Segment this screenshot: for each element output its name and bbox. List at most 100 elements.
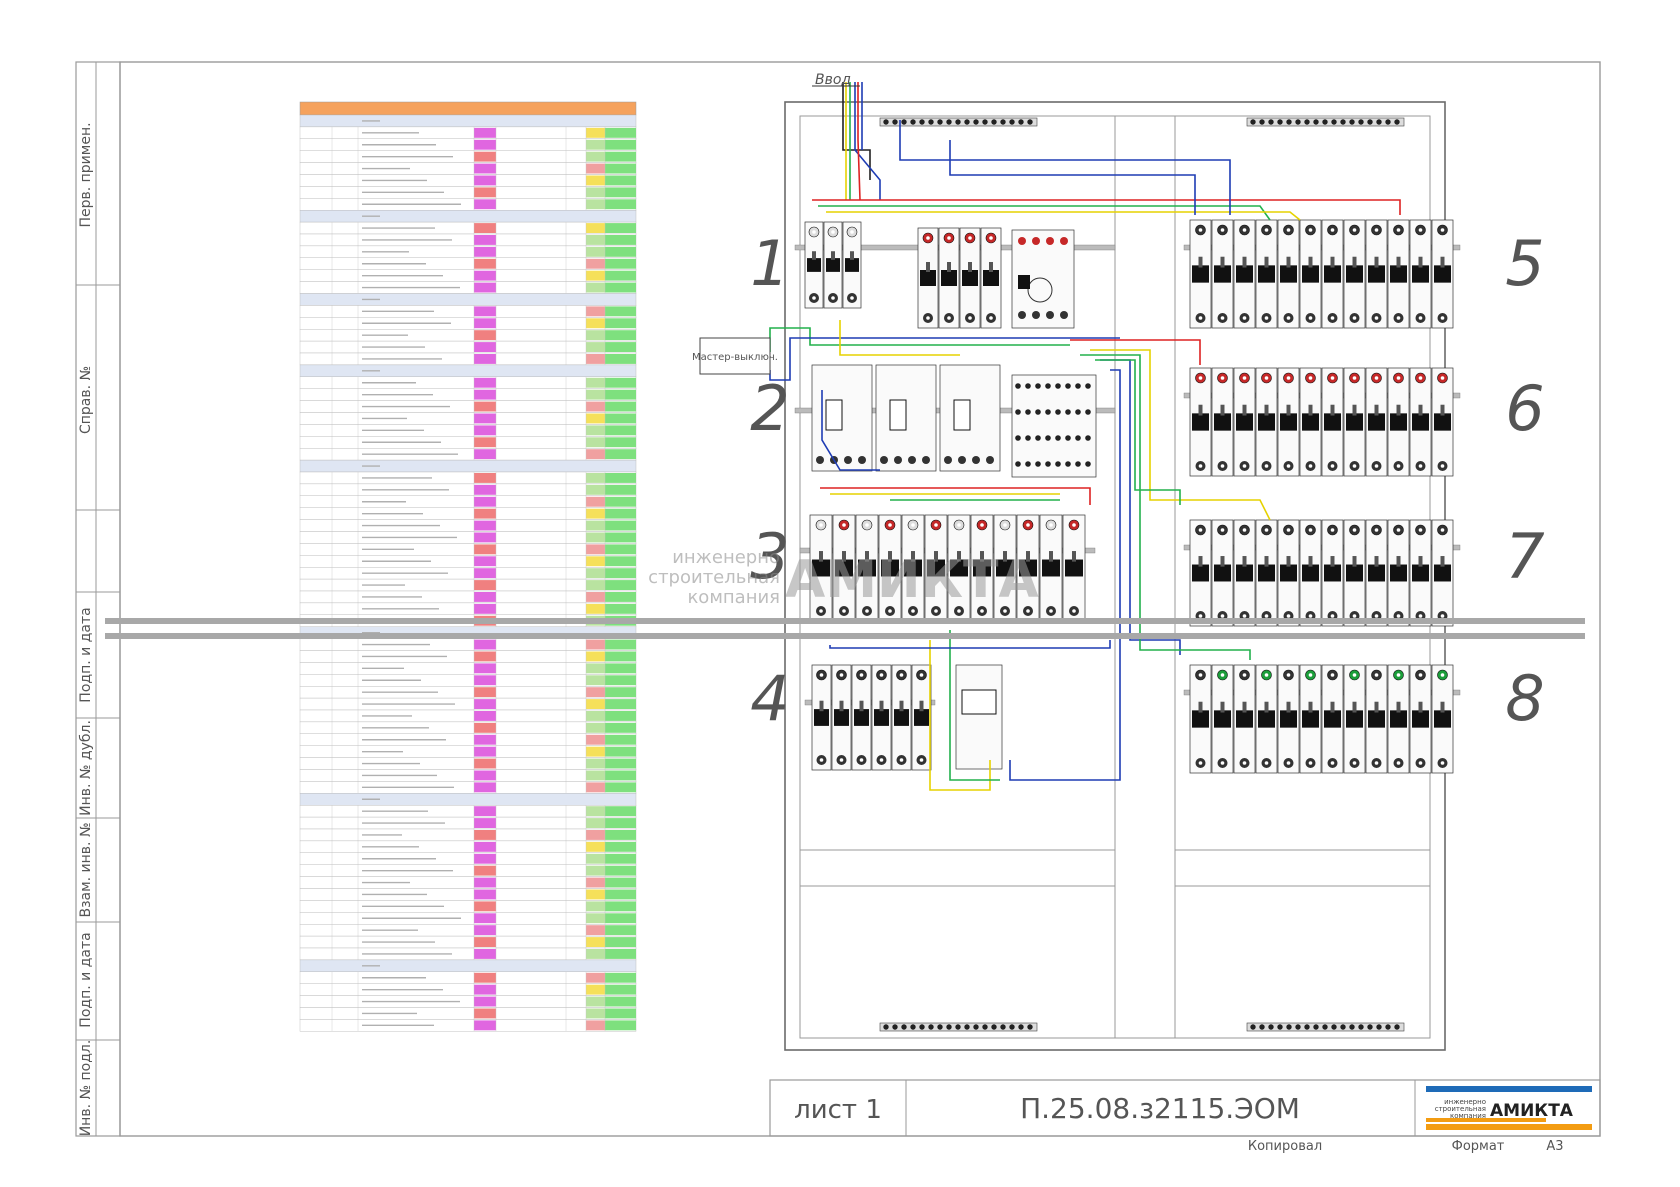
title-block: лист 1 П.25.08.з2115.ЭОМ инженерно строи… <box>769 1079 1601 1137</box>
circuit-breaker <box>1233 219 1256 329</box>
table-row <box>299 245 637 258</box>
table-row <box>299 662 637 675</box>
table-row <box>299 198 637 211</box>
side-stamp-label: Перв. примен. <box>78 122 94 227</box>
wire-trunk-blue-2 <box>1009 369 1121 781</box>
table-row <box>299 924 637 937</box>
terminal-busbar <box>879 1022 1038 1032</box>
circuit-breaker <box>1321 367 1344 477</box>
row-number: 7 <box>1505 520 1544 593</box>
circuit-breaker <box>917 227 939 329</box>
table-row <box>299 935 637 949</box>
table-row <box>299 340 637 354</box>
circuit-breaker <box>1299 219 1322 329</box>
circuit-breaker <box>1299 664 1322 774</box>
circuit-breaker <box>1321 664 1344 774</box>
circuit-breaker <box>1233 664 1256 774</box>
row-number: 5 <box>1505 227 1544 300</box>
table-row <box>299 138 637 151</box>
circuit-breaker <box>924 514 948 622</box>
table-row <box>299 293 637 306</box>
circuit-breaker <box>871 664 892 771</box>
din-rail <box>799 547 1096 554</box>
table-row <box>299 697 637 711</box>
wire-top-blue-2 <box>899 120 1231 215</box>
circuit-breaker <box>1277 519 1300 627</box>
watermark-line: компания <box>687 587 780 608</box>
wire-trunk-yellow <box>1090 349 1271 521</box>
side-stamp-label: Инв. № дубл. <box>78 720 94 816</box>
circuit-breaker <box>1277 664 1300 774</box>
footer-format-label: Формат <box>1452 1139 1505 1154</box>
circuit-breaker <box>993 514 1017 622</box>
table-row <box>299 495 637 508</box>
table-row <box>299 900 637 913</box>
row-number: 4 <box>750 662 789 735</box>
wire-master-green <box>769 327 1070 352</box>
circuit-breaker <box>1387 664 1410 774</box>
table-row <box>299 888 637 901</box>
table-row <box>299 424 637 437</box>
circuit-breaker <box>980 227 1002 329</box>
sheet-label: лист 1 <box>794 1095 882 1125</box>
circuit-breaker <box>1321 519 1344 627</box>
circuit-breaker <box>1343 664 1366 774</box>
table-row <box>299 638 637 651</box>
wire-top-blue <box>949 140 1196 215</box>
table-row <box>299 507 637 520</box>
table-header <box>299 101 637 116</box>
table-row <box>299 567 637 580</box>
table-row <box>299 781 637 794</box>
table-row <box>299 281 637 294</box>
circuit-breaker <box>911 664 932 771</box>
circuit-breaker <box>1277 367 1300 477</box>
row-number: 8 <box>1505 662 1544 735</box>
table-row <box>299 995 637 1008</box>
rcd-device <box>811 364 873 472</box>
circuit-breaker <box>851 664 872 771</box>
circuit-breaker <box>1365 219 1388 329</box>
table-row <box>299 828 637 842</box>
table-row <box>299 816 637 830</box>
contactor <box>1011 229 1075 329</box>
terminal-busbar <box>879 117 1038 127</box>
table-row <box>299 959 637 973</box>
wire-input-red <box>857 82 861 201</box>
circuit-breaker <box>1409 664 1432 774</box>
table-row <box>299 305 637 318</box>
circuit-breaker <box>1365 519 1388 627</box>
circuit-breaker <box>1189 664 1212 774</box>
circuit-breaker <box>831 664 852 771</box>
wire-row4-green <box>949 630 1000 781</box>
table-row <box>299 269 637 282</box>
circuit-breaker <box>1189 219 1212 329</box>
circuit-breaker <box>1431 367 1454 477</box>
table-row <box>299 209 637 223</box>
table-row <box>299 686 637 699</box>
circuit-breaker <box>1387 367 1410 477</box>
circuit-breaker <box>901 514 925 622</box>
table-row <box>299 543 637 556</box>
master-switch-label: Мастер-выключ. <box>692 352 778 363</box>
scan-stripes <box>105 618 1585 639</box>
wiring-lines <box>769 82 1401 791</box>
table-row <box>299 376 637 389</box>
circuit-breaker <box>1409 219 1432 329</box>
watermark: инженерно строительная компания АМИКТА <box>648 547 1039 610</box>
row-number: 1 <box>750 227 789 300</box>
table-row <box>299 769 637 782</box>
circuit-breaker <box>1343 519 1366 627</box>
table-row <box>299 531 637 544</box>
table-row <box>299 186 637 199</box>
table-row <box>299 388 637 401</box>
terminal-busbars <box>879 117 1405 1032</box>
timer-relay <box>955 664 1003 770</box>
table-row <box>299 674 637 687</box>
table-row <box>299 162 637 175</box>
table-row <box>299 650 637 663</box>
table-row <box>299 840 637 854</box>
circuit-breaker <box>1189 519 1212 627</box>
logo-line: строительная <box>1435 1105 1486 1113</box>
circuit-breaker <box>1365 664 1388 774</box>
